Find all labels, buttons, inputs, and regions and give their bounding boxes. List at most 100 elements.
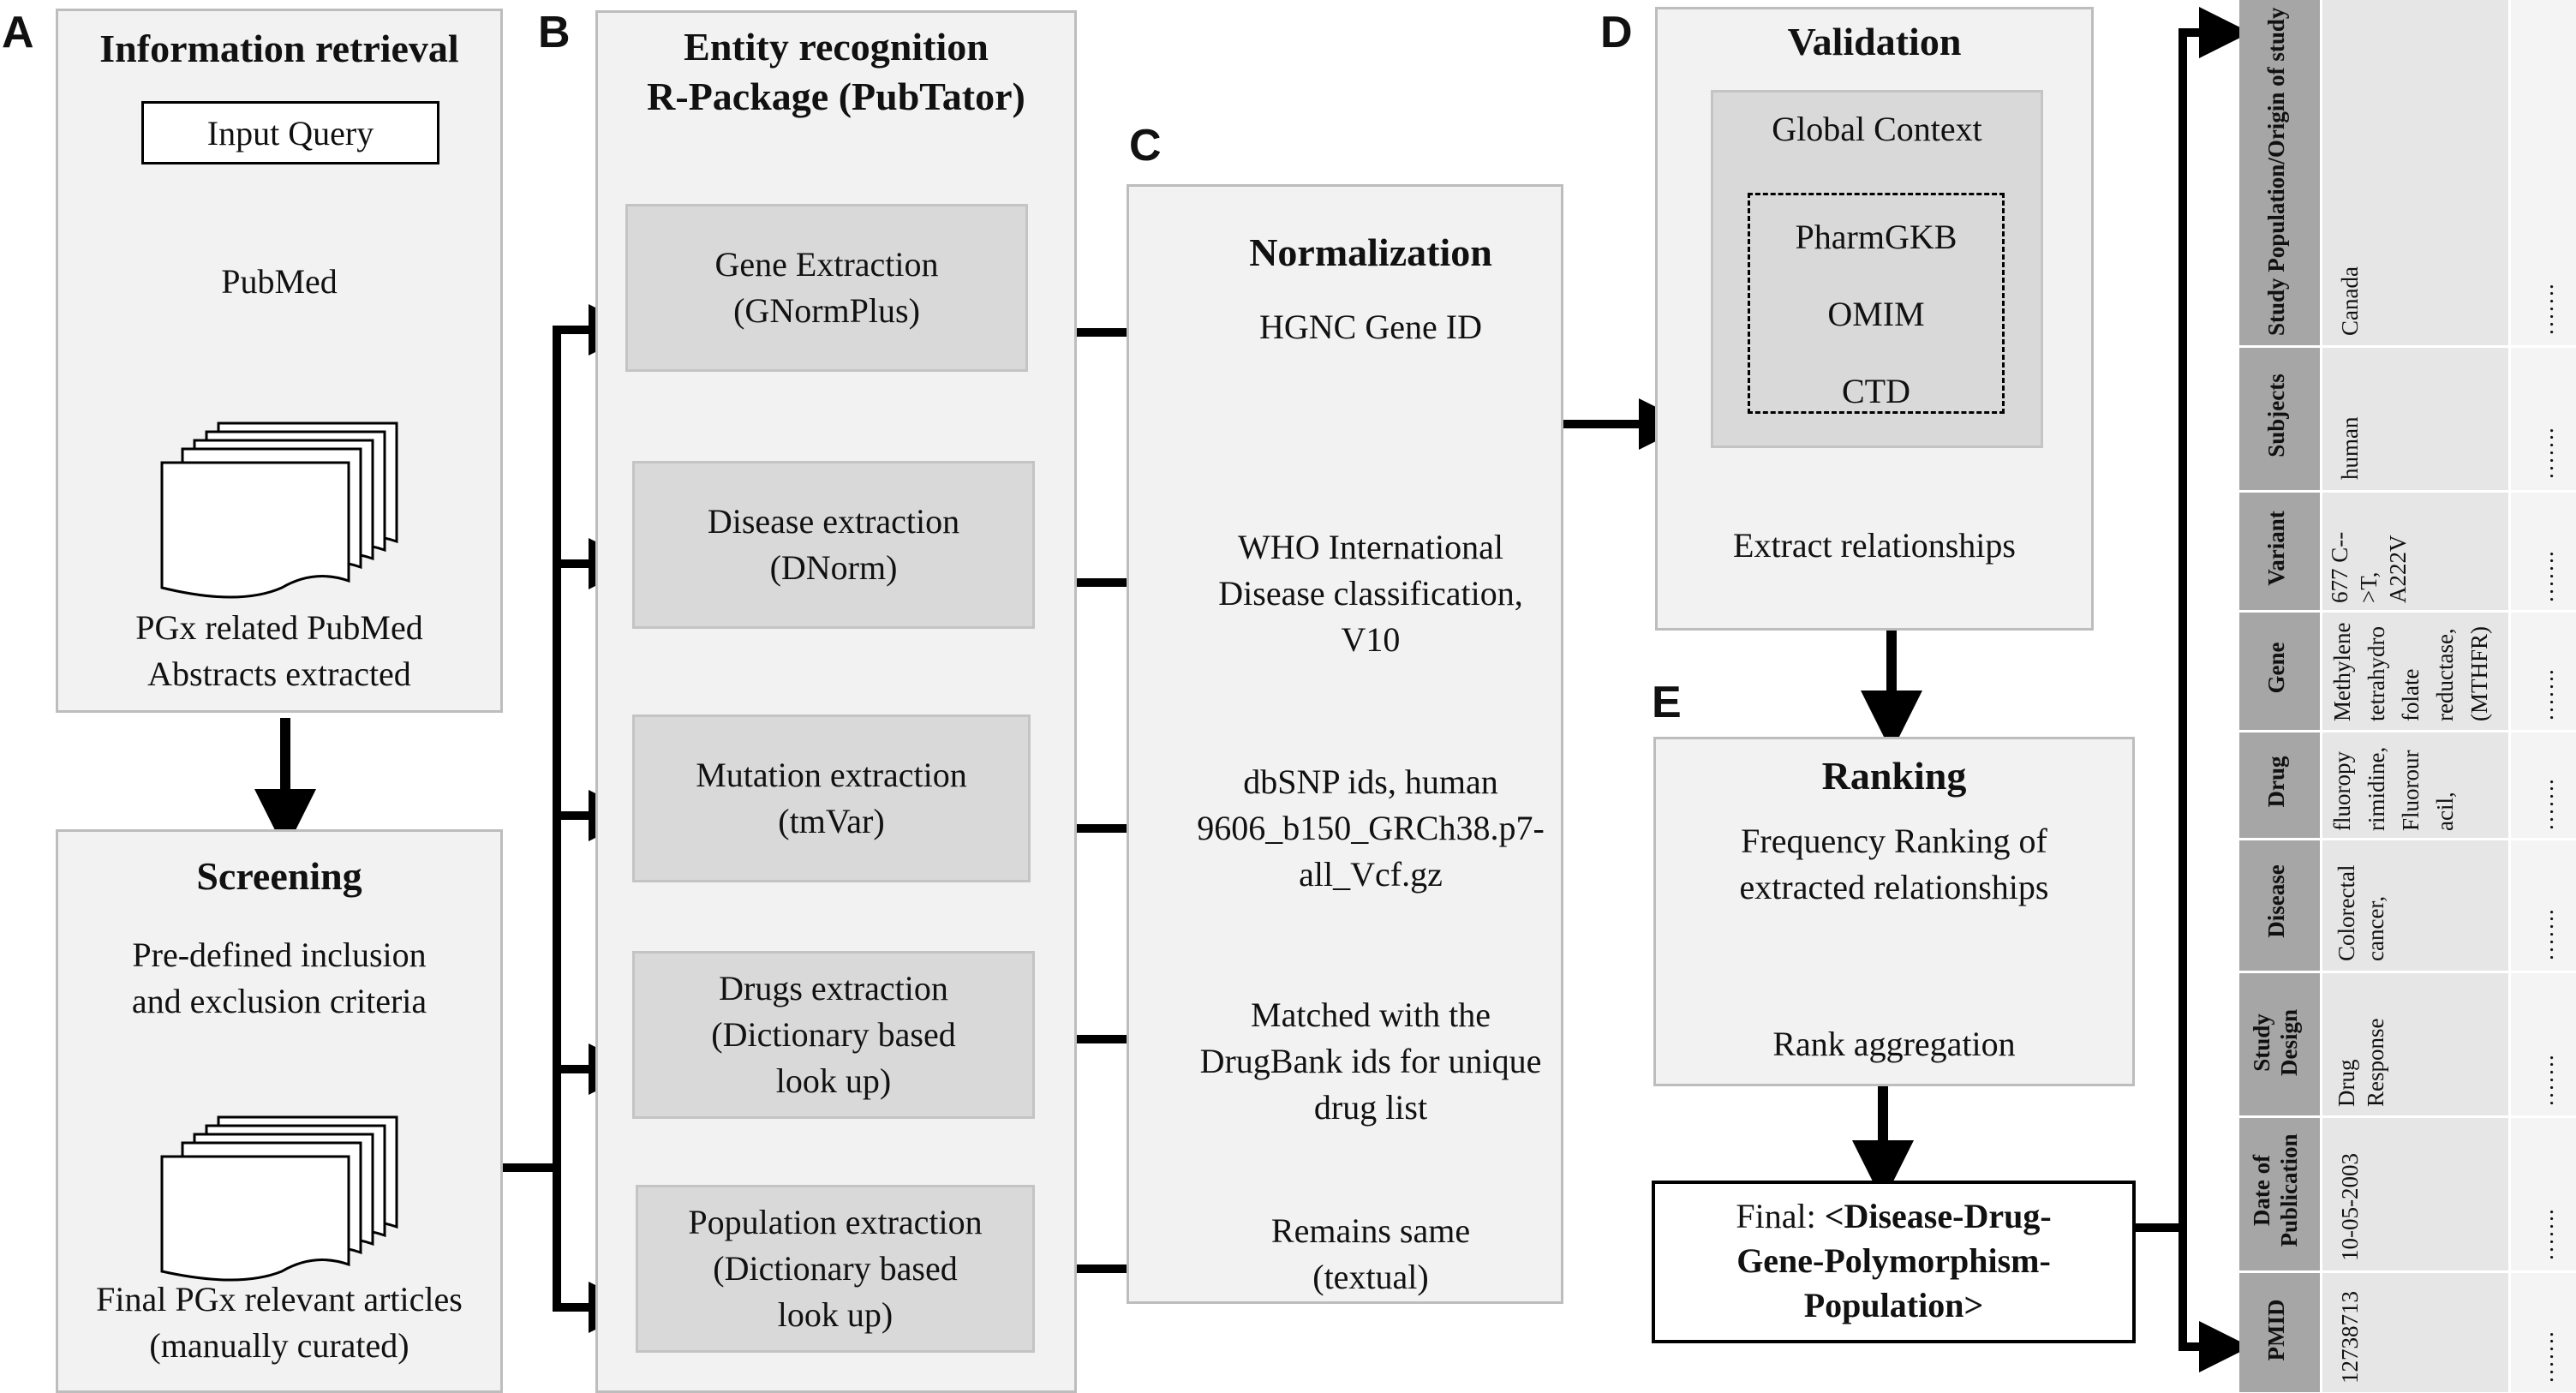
extract-relationships: Extract relationships (1733, 526, 2016, 565)
pgx-abstracts-line1: PGx related PubMed (135, 608, 423, 647)
value-line: Drug (2334, 1059, 2359, 1108)
panel-normalization (1127, 184, 1563, 1304)
databases-dashed-box (1748, 193, 2005, 414)
final-line1: Final: <Disease-Drug- (1655, 1194, 2132, 1239)
table-header-pmid: PMID (2263, 1299, 2289, 1361)
value-line: 10-05-2003 (2337, 1153, 2363, 1261)
value-line: Response (2363, 1018, 2388, 1108)
value-line: Colorectal (2334, 864, 2359, 961)
col-sep-2 (2508, 0, 2511, 1392)
entity-recognition-title: Entity recognition R-Package (PubTator) (595, 22, 1077, 122)
global-context-label: Global Context (1772, 110, 1982, 148)
value-line: acil, (2432, 792, 2458, 831)
mutation-extraction-line2: (tmVar) (778, 802, 885, 840)
table-header-date: Date of Publication (2249, 1133, 2302, 1247)
drugs-extraction-box: Drugs extraction (Dictionary based look … (632, 951, 1035, 1119)
value-line: reductase, (2432, 628, 2458, 721)
value-line: A222V (2385, 535, 2411, 604)
table-value-study-population: Canada (2335, 266, 2364, 336)
drugbank-line1: Matched with the (1251, 995, 1491, 1034)
value-line: folate (2398, 668, 2424, 721)
output-table: Study Population/Origin of study Canada … (2239, 0, 2576, 1392)
dbsnp-line3: all_Vcf.gz (1299, 855, 1443, 894)
who-classification: WHO International Disease classification… (1127, 524, 1615, 663)
hgnc-gene-id: HGNC Gene ID (1127, 304, 1615, 350)
remains-line2: (textual) (1312, 1258, 1429, 1296)
frequency-ranking-text: Frequency Ranking of extracted relations… (1653, 818, 2135, 911)
disease-extraction-box: Disease extraction (DNorm) (632, 461, 1035, 629)
hgnc-line1: HGNC Gene ID (1259, 308, 1482, 346)
table-more-drug: ……. (2532, 779, 2558, 831)
panel-label-a: A (2, 8, 34, 57)
pgx-abstracts-line2: Abstracts extracted (147, 655, 411, 693)
value-line: tetrahydro (2364, 626, 2389, 721)
panel-screening (56, 829, 503, 1393)
disease-extraction-line1: Disease extraction (707, 502, 960, 541)
value-line: (MTHFR) (2466, 625, 2492, 721)
row-sep (2239, 971, 2576, 973)
global-context-box (1711, 90, 2043, 448)
value-line: 677 C-- (2327, 531, 2352, 603)
table-header-study-design: Study Design (2249, 1009, 2302, 1077)
table-value-study-design: Drug Response (2332, 1019, 2390, 1108)
entity-title-line2: R-Package (PubTator) (647, 75, 1025, 118)
gene-extraction-line1: Gene Extraction (714, 245, 939, 284)
table-value-variant: 677 C-- >T, A222V (2325, 532, 2412, 603)
mutation-extraction-line1: Mutation extraction (696, 756, 967, 794)
table-more-pmid: ……. (2532, 1331, 2558, 1384)
table-more-gene: ……. (2532, 669, 2558, 721)
population-extraction-box: Population extraction (Dictionary based … (636, 1185, 1035, 1353)
table-more-variant: ……. (2532, 551, 2558, 603)
final-articles-line1: Final PGx relevant articles (96, 1280, 463, 1318)
row-sep (2239, 1115, 2576, 1118)
drugs-extraction-line2: (Dictionary based (711, 1015, 956, 1054)
row-sep (2239, 345, 2576, 348)
table-more-subjects: ……. (2532, 427, 2558, 480)
frequency-line2: extracted relationships (1739, 868, 2049, 906)
dbsnp-line2: 9606_b150_GRCh38.p7- (1197, 809, 1545, 847)
dbsnp-line1: dbSNP ids, human (1243, 762, 1498, 801)
table-value-date: 10-05-2003 (2335, 1153, 2364, 1261)
input-query-box: Input Query (141, 101, 439, 164)
ranking-title: Ranking (1821, 754, 1967, 798)
table-header-subjects: Subjects (2263, 374, 2289, 457)
table-value-column (2320, 0, 2508, 1392)
who-line1: WHO International (1238, 528, 1503, 566)
drugs-extraction-line3: look up) (775, 1061, 892, 1100)
value-line: human (2337, 416, 2363, 481)
final-prefix: Final: (1736, 1197, 1825, 1235)
table-value-disease: Colorectal cancer, (2332, 865, 2390, 961)
database-ctd: CTD (1842, 372, 1910, 410)
table-header-drug: Drug (2263, 756, 2289, 808)
documents-icon (160, 421, 398, 599)
value-line: Fluorour (2398, 750, 2424, 832)
curated-documents-icon (160, 1115, 398, 1282)
screening-title: Screening (196, 854, 362, 898)
panel-ranking (1653, 737, 2135, 1086)
frequency-line1: Frequency Ranking of (1741, 822, 2047, 860)
table-more-column (2508, 0, 2576, 1392)
final-line2: Gene-Polymorphism- (1736, 1241, 2051, 1280)
disease-extraction-line2: (DNorm) (769, 548, 898, 587)
database-pharmgkb: PharmGKB (1795, 218, 1957, 256)
table-more-study-population: ……. (2532, 284, 2558, 336)
panel-label-d: D (1600, 8, 1633, 57)
criteria-text: Pre-defined inclusion and exclusion crit… (56, 932, 503, 1025)
value-line: 12738713 (2337, 1291, 2363, 1384)
panel-label-c: C (1129, 121, 1162, 170)
remains-line1: Remains same (1270, 1211, 1471, 1250)
drugbank-line3: drug list (1313, 1088, 1428, 1127)
who-line3: V10 (1341, 620, 1401, 659)
criteria-line1: Pre-defined inclusion (132, 936, 427, 974)
information-retrieval-title: Information retrieval (99, 27, 459, 70)
table-more-study-design: ……. (2532, 1055, 2558, 1107)
final-output-box: Final: <Disease-Drug- Gene-Polymorphism-… (1652, 1181, 2136, 1343)
row-sep (2239, 838, 2576, 840)
dbsnp-ids: dbSNP ids, human 9606_b150_GRCh38.p7- al… (1127, 759, 1615, 898)
validation-title: Validation (1787, 20, 1962, 63)
drugs-extraction-line1: Drugs extraction (719, 969, 948, 1007)
panel-label-e: E (1652, 678, 1682, 727)
final-articles-text: Final PGx relevant articles (manually cu… (56, 1276, 503, 1369)
table-more-disease: ……. (2532, 909, 2558, 961)
gene-extraction-box: Gene Extraction (GNormPlus) (625, 204, 1028, 372)
